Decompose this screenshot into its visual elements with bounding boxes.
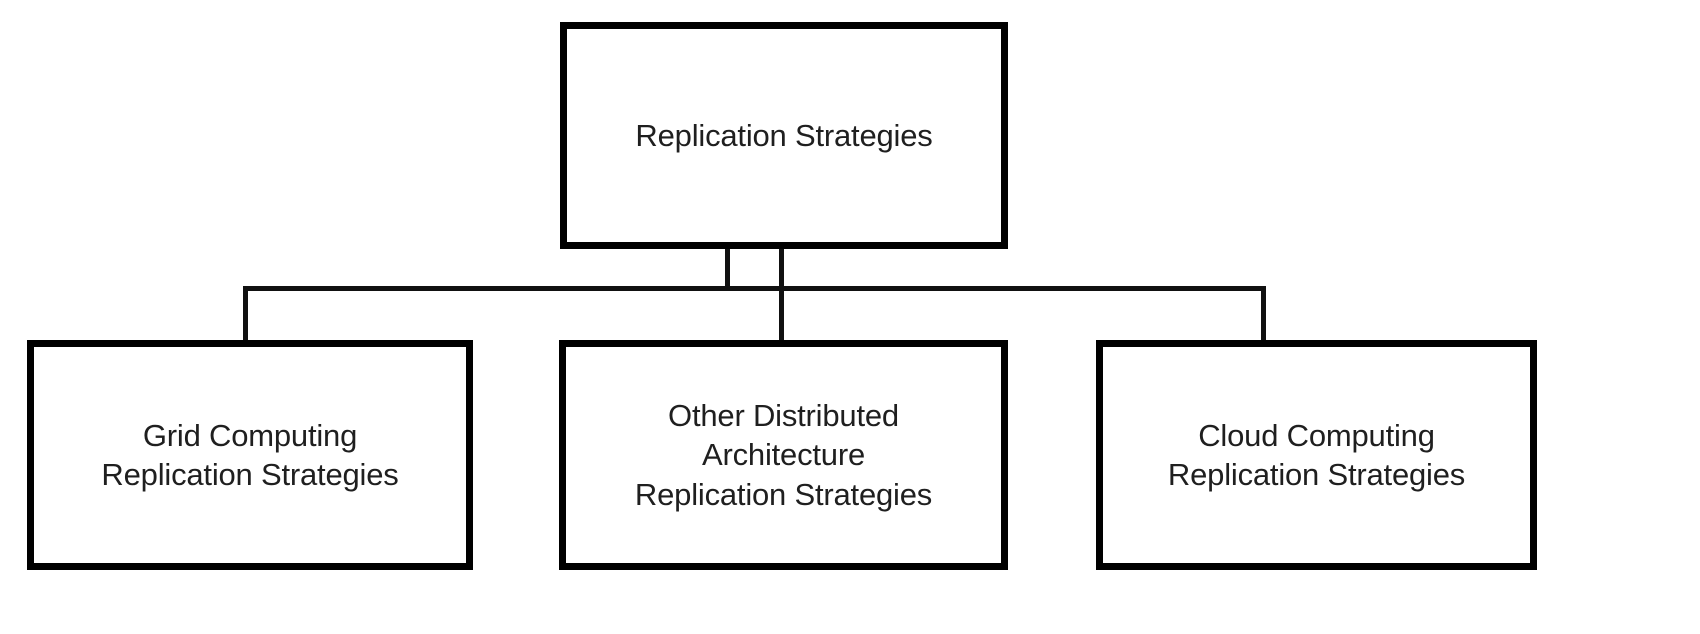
connector-drop-to-grid-computing — [243, 286, 248, 342]
node-label-replication-strategies: Replication Strategies — [635, 117, 933, 153]
connector-root-stem — [725, 246, 730, 290]
connector-horizontal-bus — [243, 286, 1266, 291]
connector-drop-to-other-distributed — [779, 246, 784, 342]
node-label-other-distributed: Other Distributed Architecture Replicati… — [634, 397, 933, 512]
node-grid-computing[interactable]: Grid Computing Replication Strategies — [27, 340, 473, 570]
node-label-grid-computing: Grid Computing Replication Strategies — [101, 417, 399, 492]
node-other-distributed[interactable]: Other Distributed Architecture Replicati… — [559, 340, 1008, 570]
node-replication-strategies[interactable]: Replication Strategies — [560, 22, 1008, 249]
node-label-cloud-computing: Cloud Computing Replication Strategies — [1167, 417, 1466, 492]
connector-drop-to-cloud-computing — [1261, 286, 1266, 342]
node-cloud-computing[interactable]: Cloud Computing Replication Strategies — [1096, 340, 1537, 570]
